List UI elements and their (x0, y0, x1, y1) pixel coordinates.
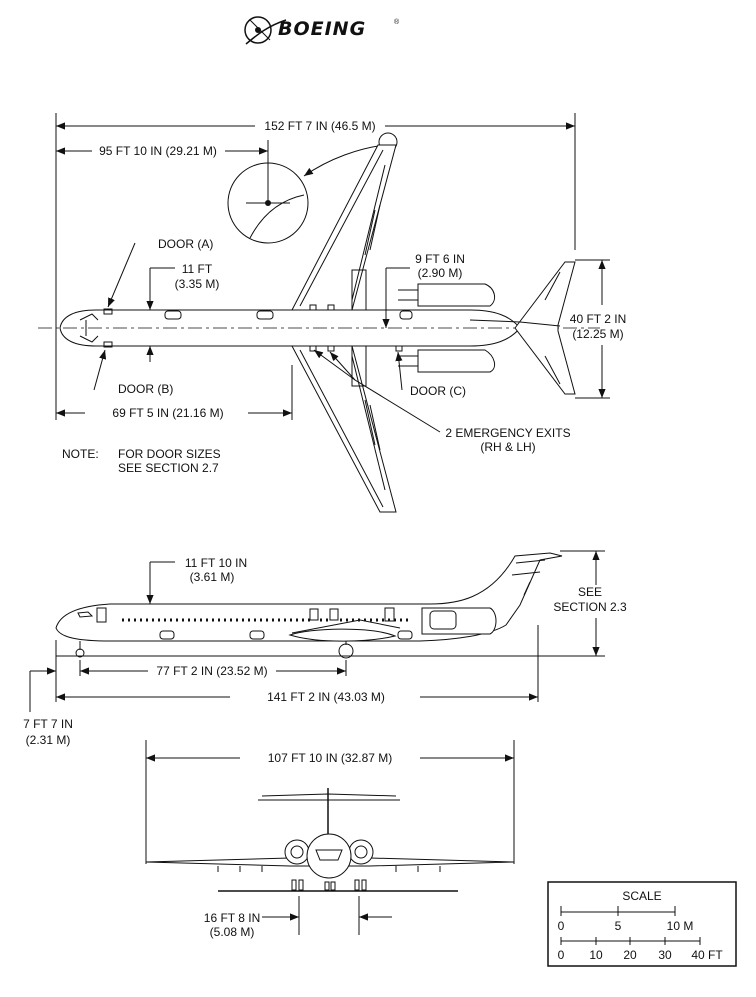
front-stabilizer (258, 793, 400, 801)
engine-spacing-m: (2.90 M) (418, 266, 463, 280)
door-a-label: DOOR (A) (158, 237, 213, 251)
note-line-2: SEE SECTION 2.7 (118, 461, 219, 475)
scale-m-10: 10 M (667, 919, 694, 933)
tail-span-ft: 40 FT 2 IN (570, 312, 626, 326)
door-b-label: DOOR (B) (118, 382, 173, 396)
scale-m-0: 0 (558, 919, 565, 933)
scale-ft-0: 0 (558, 948, 565, 962)
top-view: 152 FT 7 IN (46.5 M) 95 FT 10 IN (29.21 … (38, 113, 626, 513)
cabin-width-m: (3.35 M) (175, 277, 220, 291)
right-engine (417, 349, 496, 373)
span-dimension: 152 FT 7 IN (46.5 M) (264, 119, 375, 133)
side-engine (421, 607, 497, 635)
fuselage-height-ft: 11 FT 10 IN (185, 556, 247, 570)
door-c-label: DOOR (C) (410, 384, 466, 398)
wingspan-dimension: 107 FT 10 IN (32.87 M) (268, 751, 393, 765)
tail-span-m: (12.25 M) (572, 327, 623, 341)
wheelbase-dimension: 77 FT 2 IN (23.52 M) (156, 664, 267, 678)
nose-gear-offset-m: (2.31 M) (26, 733, 71, 747)
note-label: NOTE: (62, 447, 99, 461)
cabin-width-ft: 11 FT (182, 262, 213, 276)
boeing-logo: BOEING ® (244, 16, 400, 45)
front-fuselage (306, 833, 352, 879)
lower-wing (291, 345, 397, 513)
wing-root-dimension: 69 FT 5 IN (21.16 M) (112, 406, 223, 420)
left-engine (417, 283, 496, 307)
scale-title: SCALE (622, 889, 661, 903)
emergency-exits-note: (RH & LH) (480, 440, 535, 454)
overall-length-dimension: 141 FT 2 IN (43.03 M) (267, 690, 385, 704)
upper-wing (291, 144, 397, 311)
front-view: 107 FT 10 IN (32.87 M) 16 FT 8 IN (5.08 … (145, 740, 515, 939)
see-section-label: SECTION 2.3 (553, 600, 627, 614)
note-line-1: FOR DOOR SIZES (118, 447, 221, 461)
front-left-engine (284, 839, 310, 865)
scale-ft-40: 40 FT (691, 948, 723, 962)
engine-spacing-ft: 9 FT 6 IN (415, 252, 465, 266)
wing-reference-dimension: 95 FT 10 IN (29.21 M) (99, 144, 217, 158)
gear-track-ft: 16 FT 8 IN (204, 911, 260, 925)
wing-fairing (288, 628, 397, 642)
front-right-engine (348, 839, 374, 865)
fuselage-height-m: (3.61 M) (190, 570, 235, 584)
brand-registered-mark: ® (394, 18, 400, 26)
scale-ft-10: 10 (589, 948, 603, 962)
scale-legend: SCALE 0 5 10 M 0 10 20 30 40 FT (547, 881, 737, 967)
see-label: SEE (578, 585, 602, 599)
nose-gear-offset-ft: 7 FT 7 IN (23, 717, 73, 731)
gear-track-m: (5.08 M) (210, 925, 255, 939)
side-view: 11 FT 10 IN (3.61 M) SEE SECTION 2.3 77 … (23, 550, 627, 747)
emergency-exits-label: 2 EMERGENCY EXITS (445, 426, 570, 440)
scale-m-5: 5 (615, 919, 622, 933)
nose-gear (75, 648, 85, 658)
scale-ft-30: 30 (658, 948, 672, 962)
horizontal-stabilizer (514, 261, 576, 395)
main-gear (338, 643, 354, 659)
boeing-symbol-icon (244, 16, 287, 45)
scale-ft-20: 20 (623, 948, 637, 962)
brand-name: BOEING (278, 18, 366, 40)
wing-detail-callout (227, 162, 309, 244)
